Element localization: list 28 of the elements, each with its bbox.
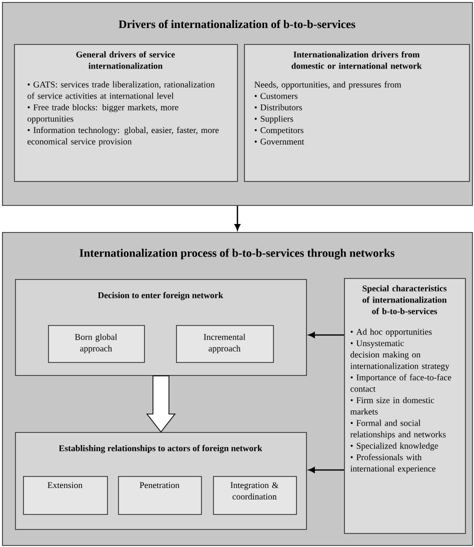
- bullet-item: • Customers: [254, 93, 298, 99]
- bullet-item: • Government: [254, 138, 304, 145]
- bullet-item: • Professionals with international experience: [350, 454, 436, 474]
- text-box: Special characteristics of internationalization of b-to-b-services • Ad hoc opportunities • Unsystematic decision making on internationalization strategy • Importance of face-to-face contact • Firm size in domestic markets • Formal and social relationships and networks • Specialized knowledge • Professionals with international experience: [344, 278, 466, 534]
- text-box: Internationalization drivers from domestic or international network Needs, opportunities, and pressures from • Customers • Distributors • Suppliers • Competitors • Government: [244, 44, 470, 182]
- mode-box: Penetration: [118, 476, 202, 515]
- approach-box: Born global approach: [48, 325, 145, 363]
- bullet-item: • Suppliers: [254, 116, 294, 124]
- bullet-item: • Formal and social relationships and networks: [350, 420, 446, 440]
- bullet-item: • Importance of face-to-face contact: [350, 374, 452, 392]
- bullet-item: • GATS: services trade liberalization, rationalization of service activities at international level: [28, 81, 215, 99]
- bullet-item: • Firm size in domestic markets: [350, 397, 434, 415]
- approach-box: Incremental approach: [176, 325, 274, 363]
- mode-box: Integration & coordination: [213, 476, 297, 515]
- bullet-item: • Competitors: [254, 127, 304, 135]
- arrow: [308, 467, 344, 473]
- arrow: [234, 206, 240, 230]
- bullet-item: • Distributors: [254, 104, 302, 110]
- bullet-item: • Unsystematic decision making on internationalization strategy: [350, 340, 450, 371]
- arrow: [308, 332, 344, 338]
- bullet-item: • Specialized knowledge: [350, 442, 438, 451]
- mode-box: Extension: [23, 476, 108, 515]
- bullet-item: • Information technology: global, easier, faster, more economical service provision: [28, 126, 219, 146]
- bullet-item: • Ad hoc opportunities: [350, 328, 432, 337]
- intro-text: Needs, opportunities, and pressures from: [254, 81, 402, 90]
- block-arrow: [146, 376, 176, 433]
- bullet-item: • Free trade blocks: bigger markets, more opportunities: [28, 104, 178, 124]
- text-box: General drivers of service internationalization • GATS: services trade liberalization, rationalization of service activities at international level • Free trade blocks: bigger markets, more opportunities • Information technology: global, easier, faster, more economical service provision: [14, 44, 238, 182]
